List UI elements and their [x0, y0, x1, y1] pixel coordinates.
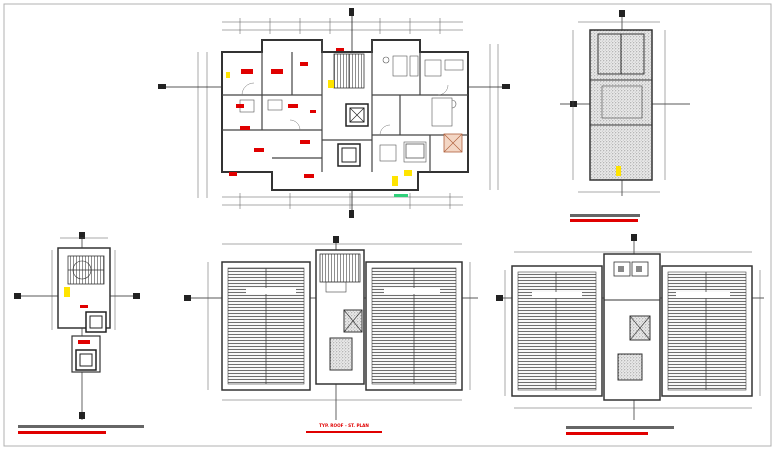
roof-plan-title: TYP. ROOF - ST. PLAN: [319, 423, 369, 428]
top-roof-plan: [496, 234, 764, 420]
roof-plan: [184, 236, 478, 420]
core-lift-icon: [85, 311, 107, 333]
terrace-plan: [560, 10, 690, 196]
typical-floor-plan: [158, 8, 510, 218]
top-roof-plan-title-bar: [566, 426, 674, 429]
top-roof-plan-title-underline: [566, 432, 648, 435]
core-plan: [14, 232, 140, 420]
terrace-plan-title-bar: [570, 214, 640, 217]
sheet-border: [3, 3, 772, 447]
terrace-plan-title-underline: [570, 219, 638, 222]
core-plan-title-underline: [18, 431, 106, 434]
core-plan-title-bar: [18, 425, 144, 428]
roof-stair-icon: [319, 253, 361, 283]
roof-plan-title-underline: [306, 431, 382, 433]
